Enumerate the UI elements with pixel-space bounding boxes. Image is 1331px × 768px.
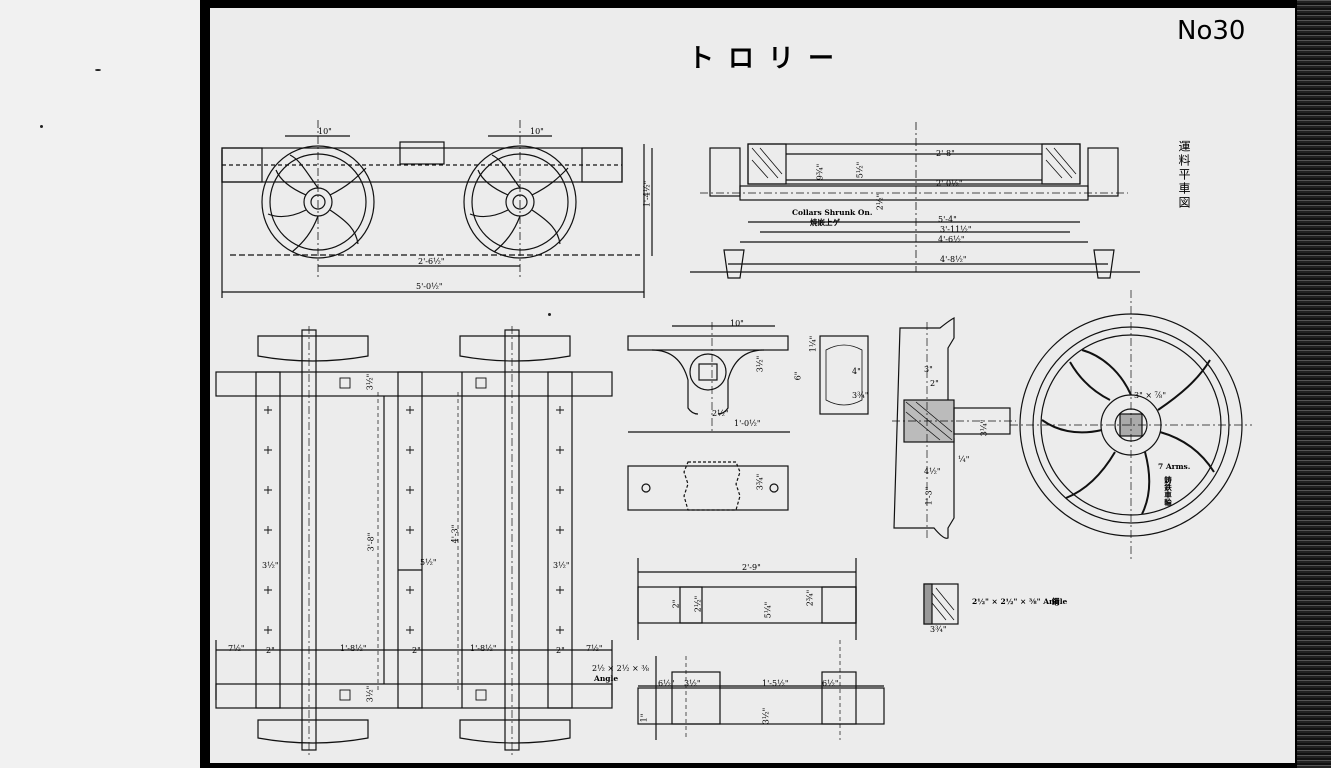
dim-label: 2½" [693, 595, 703, 613]
dim-label: 2¾" [805, 589, 815, 607]
dim-label: 2½" [712, 409, 729, 418]
dim-label: 3'-11½" [940, 225, 972, 234]
dim-label: 4'-8½" [940, 255, 967, 264]
dim-label: 2'-0½" [936, 179, 963, 188]
dim-label: 9¾" [815, 163, 825, 181]
dim-label: 7½" [586, 644, 603, 653]
wheel-arms-note: 7 Arms. [1158, 462, 1191, 471]
dim-label: 2" [930, 379, 939, 388]
dim-label: 7½" [228, 644, 245, 653]
sheet-number: No30 [1177, 16, 1246, 46]
angle-spec-jp: 鋼 [1052, 597, 1060, 606]
dim-label: 5½" [855, 161, 865, 179]
dim-label: 2'-9" [742, 563, 761, 572]
dim-label: 5'-4" [938, 215, 957, 224]
dim-label: 4'-3" [450, 524, 460, 544]
dim-label: 2" [412, 646, 421, 655]
angle-note: Angle [594, 674, 619, 683]
dim-label: 2" [556, 646, 565, 655]
dim-label: 2½ × 2½ × ⅜ [592, 664, 650, 673]
dim-label: 1" [639, 713, 649, 723]
dim-label: 6" [793, 371, 803, 381]
drawing-sheet [210, 8, 1295, 763]
dim-label: 4" [852, 367, 861, 376]
dim-label: 3'-8" [366, 532, 376, 552]
dim-label: 4'-6½" [938, 235, 965, 244]
dim-label: 3¾" [930, 625, 947, 634]
dim-label: 3¼" [979, 419, 989, 437]
lower-plate-details [637, 558, 959, 740]
dim-label: 2'-8" [936, 149, 955, 158]
dim-label: 3" × ⅞" [1134, 391, 1166, 400]
binding-divider [200, 0, 210, 768]
dim-label: 2½" [875, 193, 885, 211]
dim-label: 3½" [755, 355, 765, 373]
angle-spec-note: 2½" × 2½" × ⅜" Angle [972, 597, 1068, 606]
dim-label: 2" [671, 599, 681, 609]
dim-label: 3¾" [852, 391, 869, 400]
dim-label: ¼" [958, 455, 970, 464]
dim-label: 4½" [924, 467, 941, 476]
dim-label: 6½" [822, 679, 839, 688]
dim-label: 2'-6½" [418, 257, 445, 266]
dim-label: 3½" [684, 679, 701, 688]
scan-speck [40, 125, 43, 128]
left-margin [0, 0, 200, 768]
dim-label: 3½" [365, 373, 375, 391]
dim-label: 5¼" [763, 601, 773, 619]
collars-note-jp: 焼嵌上ゲ [810, 218, 840, 227]
dim-label: 1'-0½" [734, 419, 761, 428]
dim-label: 1'-8½" [340, 644, 367, 653]
scan-speck [95, 69, 101, 71]
dim-label: 3½" [365, 685, 375, 703]
dim-label: 1'-8½" [470, 644, 497, 653]
dim-label: 3¾" [755, 473, 765, 491]
dim-label: 10" [530, 127, 544, 136]
collars-note: Collars Shrunk On. [792, 208, 873, 217]
bearing-bracket-detail [627, 322, 869, 511]
plan-view [215, 326, 613, 756]
dim-label: 3" [924, 365, 933, 374]
dim-label: 5½" [420, 558, 437, 567]
dim-label: 1'-4½" [642, 180, 652, 208]
dim-label: 1'-3" [924, 486, 934, 506]
dim-label: 5'-0½" [416, 282, 443, 291]
dim-label: 1'-5½" [762, 679, 789, 688]
side-elevation-view [221, 120, 653, 298]
dim-label: 10" [730, 319, 744, 328]
scan-edge-strip [1297, 0, 1331, 768]
dim-label: 6½" [658, 679, 675, 688]
wheel-face-view [1010, 290, 1252, 560]
scan-speck [548, 313, 551, 316]
dim-label: 1¼" [808, 335, 818, 353]
dim-label: 2" [266, 646, 275, 655]
dim-label: 3½" [553, 561, 570, 570]
dim-label: 3½" [761, 707, 771, 725]
dim-label: 10" [318, 127, 332, 136]
dim-label: 3½" [262, 561, 279, 570]
wheel-cross-section [892, 317, 1016, 540]
wheel-arms-note-jp: 鋳鉄車輪 [1163, 476, 1173, 506]
end-section-view [690, 122, 1140, 279]
sheet-title: トロリー [688, 44, 849, 74]
side-caption: 運料平車図 [1177, 140, 1191, 210]
